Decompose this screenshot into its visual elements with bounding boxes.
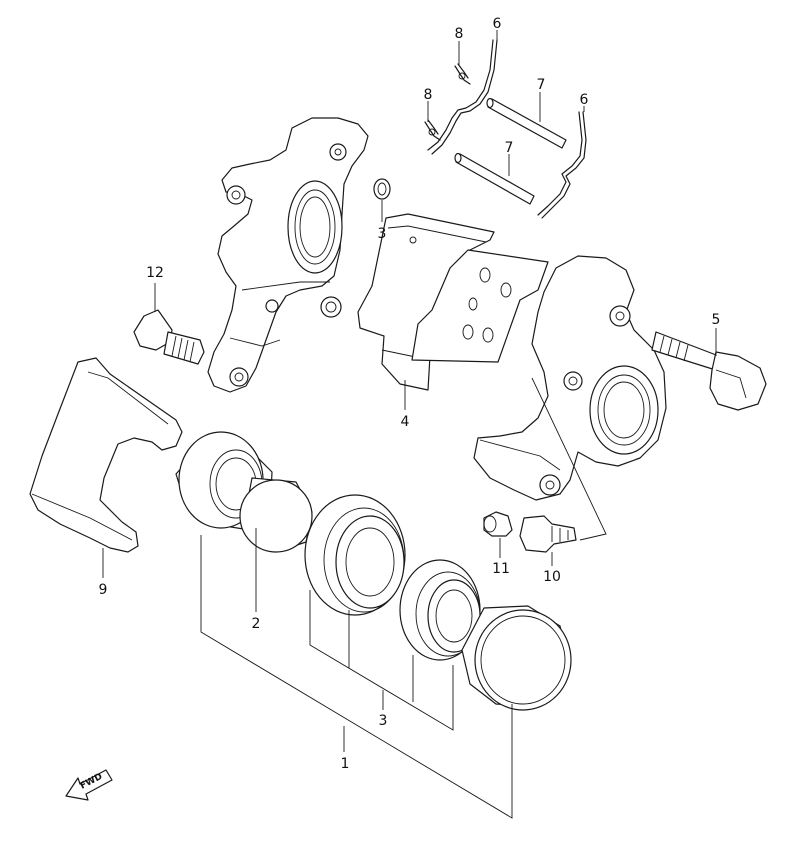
callout-1: 1 (341, 756, 350, 772)
bleeder-callout-line (531, 377, 607, 541)
piston-seal-large-1 (304, 494, 406, 616)
callout-11: 11 (492, 561, 510, 577)
piston-seal-small (373, 178, 391, 200)
callout-3-small: 3 (378, 226, 387, 242)
callout-7-lower: 7 (505, 140, 514, 156)
callout-6-lower: 6 (580, 92, 589, 108)
caliper-bolt-left (133, 309, 205, 365)
callout-9: 9 (99, 582, 108, 598)
clip-pin-lower (424, 119, 441, 141)
callout-lines (102, 30, 717, 819)
callout-4: 4 (401, 414, 410, 430)
pad-spring-clip-lower (537, 111, 587, 219)
clip-pin-upper (454, 63, 471, 85)
piston-small (175, 431, 313, 553)
caliper-body-right (473, 255, 667, 501)
callout-8-lower: 8 (424, 87, 433, 103)
callout-10: 10 (543, 569, 561, 585)
callout-8-upper: 8 (455, 26, 464, 42)
piston-seal-large-2 (399, 559, 481, 661)
callout-6-upper: 6 (493, 16, 502, 32)
callout-5: 5 (712, 312, 721, 328)
pad-pin-upper (486, 97, 567, 149)
bleeder-valve (519, 515, 577, 553)
caliper-mounting-bracket (29, 357, 183, 553)
caliper-bolt-right (651, 331, 767, 411)
callout-7-upper: 7 (537, 77, 546, 93)
callout-12: 12 (146, 265, 164, 281)
forward-direction-arrow: FWD (65, 769, 113, 801)
caliper-body-left (207, 117, 369, 393)
brake-pad-set (357, 213, 549, 391)
callout-3-large: 3 (379, 713, 388, 729)
pad-spring-clip-upper (427, 39, 498, 155)
bleeder-cap (483, 511, 513, 537)
callout-2: 2 (252, 616, 261, 632)
pad-pin-lower (454, 152, 535, 205)
piston-large (461, 605, 572, 711)
